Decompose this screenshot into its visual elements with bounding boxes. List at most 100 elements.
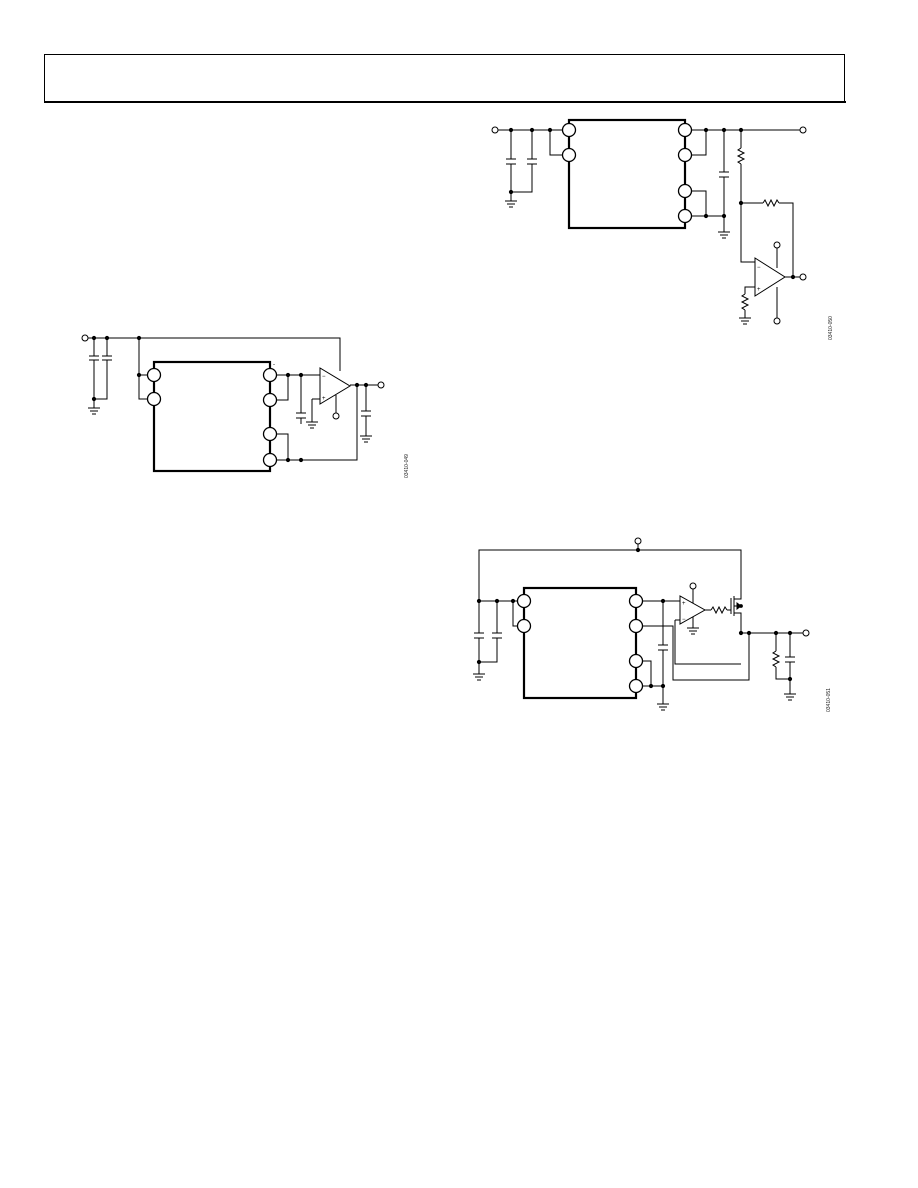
node-dot (790, 274, 796, 280)
mosfet-arrow (736, 602, 742, 610)
ic-pin (262, 392, 278, 408)
ground-icon (718, 231, 730, 239)
wire (775, 667, 790, 680)
ground-icon (306, 421, 318, 429)
ic-pin (677, 208, 693, 224)
wire (691, 130, 707, 156)
ic-pin (561, 122, 577, 138)
node-dot (721, 213, 727, 219)
ground-icon (657, 703, 669, 711)
ground-icon (505, 200, 517, 208)
wire (512, 601, 518, 627)
node-dot (476, 659, 482, 665)
figure-id-code: 03410-050 (828, 316, 834, 340)
opamp-plus: + (322, 396, 326, 402)
wire (744, 286, 755, 294)
opamp-minus: − (757, 265, 761, 271)
capacitor-icon (296, 412, 306, 419)
output-terminal (377, 381, 385, 389)
ic-pin (677, 147, 693, 163)
ic-pin (628, 618, 644, 634)
node-dot (703, 213, 709, 219)
output-terminal (799, 273, 807, 281)
figure-top-right-schematic: − + 03410-050 (491, 118, 834, 340)
supply-terminal (332, 412, 340, 420)
node-dot (298, 457, 304, 463)
ground-icon (687, 627, 699, 635)
ic-pin (262, 426, 278, 442)
wire (549, 130, 563, 156)
wire (674, 619, 741, 665)
figure-id-code: 03410-049 (404, 454, 410, 478)
output-terminal (799, 126, 807, 134)
node-dot (787, 676, 793, 682)
capacitor-icon (785, 656, 795, 663)
ic-pin (628, 593, 644, 609)
ic-pin (146, 367, 162, 383)
figure-id-code: 03410-051 (826, 688, 832, 712)
node-dot (738, 630, 744, 636)
ic-pin (628, 678, 644, 694)
wire (779, 202, 794, 277)
opamp-icon (319, 367, 351, 405)
wire (93, 338, 108, 400)
resistor-icon (762, 198, 780, 208)
ic-pin (628, 653, 644, 669)
resistor-icon (736, 147, 746, 165)
resistor-icon (740, 293, 750, 311)
node-dot (660, 683, 666, 689)
page-header-rule (44, 101, 846, 103)
supply-terminal (773, 241, 781, 249)
ic-body (522, 586, 638, 700)
ic-pin (262, 367, 278, 383)
ground-icon (88, 407, 100, 415)
wire (138, 338, 148, 400)
figure-bottom-right-schematic: + − 03410-051 (473, 537, 832, 712)
wire (276, 375, 289, 401)
ic-body (152, 360, 272, 473)
capacitor-icon (719, 171, 729, 178)
ic-body (567, 118, 687, 230)
node-dot (739, 604, 743, 608)
ic-pin (677, 183, 693, 199)
opamp-plus: + (757, 287, 761, 293)
capacitor-icon (506, 158, 537, 165)
capacitor-icon (89, 355, 112, 361)
wire (642, 625, 750, 681)
capacitor-icon (474, 632, 502, 639)
ic-pin (677, 122, 693, 138)
opamp-icon (754, 257, 786, 297)
supply-terminal (634, 537, 642, 545)
output-terminal (802, 629, 810, 637)
ic-pin (262, 452, 278, 468)
capacitor-icon (361, 410, 371, 417)
supply-terminal (773, 317, 781, 325)
capacitor-icon (658, 644, 668, 651)
wire (88, 337, 341, 371)
wire (478, 601, 498, 674)
ic-pin (146, 391, 162, 407)
wire (510, 130, 533, 193)
node-dot (285, 457, 291, 463)
ground-icon (784, 693, 796, 701)
mosfet-icon (730, 588, 742, 633)
wire (642, 660, 663, 687)
opamp-minus: − (682, 617, 686, 623)
supply-terminal (689, 582, 697, 590)
ic-pin (561, 147, 577, 163)
input-terminal (491, 126, 499, 134)
opamp-minus: − (322, 374, 326, 380)
ic-pin (516, 593, 532, 609)
input-terminal (81, 334, 89, 342)
figure-left-schematic: - − + 03410-049 (81, 334, 410, 478)
ground-icon (360, 435, 372, 443)
ground-icon (473, 673, 485, 681)
wire (478, 549, 742, 601)
node-dot (648, 683, 654, 689)
wire (311, 398, 320, 422)
node-dot (136, 372, 142, 378)
node-dot (746, 630, 752, 636)
ground-icon (739, 317, 751, 325)
wire (740, 164, 755, 263)
